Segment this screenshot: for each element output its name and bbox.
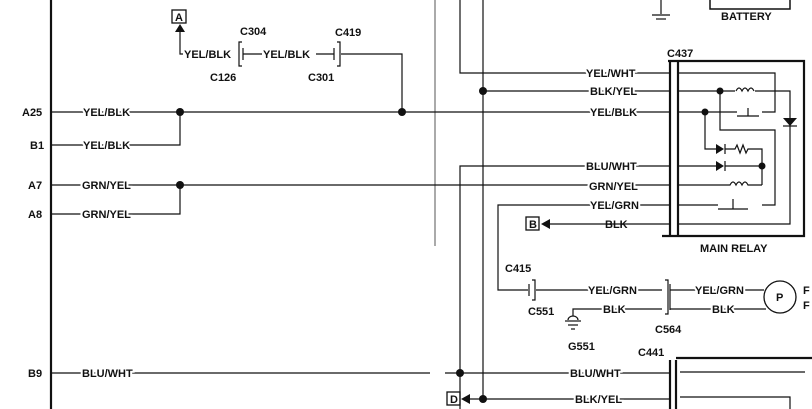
wire-label: YEL/GRN	[590, 200, 639, 212]
wire-label: BLK	[712, 304, 735, 316]
connector-label-c437: C437	[667, 48, 693, 60]
arrow-up-icon	[175, 24, 185, 32]
connector-c419-c301	[333, 41, 341, 67]
ground-label: G551	[568, 341, 595, 353]
ref-b-box[interactable]: B	[525, 216, 540, 231]
splice-dot	[176, 181, 184, 189]
wire-label: GRN/YEL	[589, 181, 638, 193]
svg-text:B: B	[529, 219, 537, 231]
connector-label-c301: C301	[308, 72, 334, 84]
pin-b1: B1 YEL/BLK	[30, 112, 181, 154]
connector-label-c564: C564	[655, 324, 682, 336]
arrow-left-icon	[541, 219, 550, 229]
diode-icon	[716, 161, 724, 171]
ground-g551-icon	[565, 315, 581, 330]
svg-text:D: D	[450, 394, 458, 406]
wire-label: GRN/YEL	[82, 180, 131, 192]
diode-icon	[716, 144, 724, 154]
relay-switch-icon	[678, 199, 748, 210]
pin-label: A7	[28, 180, 42, 192]
wire-label: YEL/BLK	[83, 140, 130, 152]
connector-label-c304: C304	[240, 26, 267, 38]
wire-label: BLU/WHT	[570, 368, 621, 380]
splice-dot	[176, 108, 184, 116]
wire-label: GRN/YEL	[82, 209, 131, 221]
connector-c304-c126	[238, 41, 244, 67]
wire-label: YEL/GRN	[695, 285, 744, 297]
connector-c415-c551	[528, 279, 536, 301]
pin-label: B9	[28, 368, 42, 380]
wire-label: YEL/BLK	[263, 49, 310, 61]
wire-label: YEL/BLK	[590, 107, 637, 119]
pin-a8: A8 GRN/YEL	[28, 185, 181, 223]
pump-symbol: P	[776, 292, 783, 304]
relay-coil-icon	[678, 181, 762, 187]
wire-label: YEL/GRN	[588, 285, 637, 297]
wire-label: BLK/YEL	[590, 86, 637, 98]
arrow-left-icon	[461, 394, 470, 404]
connector-label-c419: C419	[335, 27, 361, 39]
wire-blu-wht-relay	[459, 165, 670, 409]
splice-dot	[479, 395, 487, 403]
wire-label: BLK	[603, 304, 626, 316]
pin-a7: A7 GRN/YEL	[28, 178, 670, 194]
fuel-pump-motor: P	[763, 280, 797, 314]
svg-text:A: A	[175, 12, 183, 24]
wire-label: YEL/BLK	[184, 49, 231, 61]
wire-label: BLU/WHT	[82, 368, 133, 380]
wire-label: BLK	[605, 219, 628, 231]
pin-label: A25	[22, 107, 42, 119]
pin-b9: B9 BLU/WHT	[28, 366, 430, 382]
relay-internal-circuit	[678, 72, 797, 225]
wire-yel-wht	[459, 0, 670, 74]
connector-label-c415: C415	[505, 263, 531, 275]
connector-label-c126: C126	[210, 72, 236, 84]
ref-d-box[interactable]: D	[446, 391, 461, 406]
battery-box	[709, 0, 791, 10]
wire-label: BLK/YEL	[575, 394, 622, 406]
relay-wire-labels: YEL/WHT BLK/YEL YEL/BLK BLU/WHT GRN/YEL …	[584, 66, 641, 233]
cut-label: F	[803, 285, 810, 297]
main-relay-box	[662, 59, 806, 238]
wire	[179, 32, 183, 55]
relay-coil-icon	[735, 87, 755, 93]
wire-label: BLU/WHT	[586, 161, 637, 173]
battery-label: BATTERY	[721, 11, 772, 23]
cut-label: F	[803, 300, 810, 312]
pin-label: B1	[30, 140, 44, 152]
pin-label: A8	[28, 209, 42, 221]
relay-switch-icon	[678, 108, 759, 117]
connector-label-c551: C551	[528, 306, 554, 318]
splice-dot	[456, 369, 464, 377]
diode-icon	[783, 118, 797, 126]
ground-icon	[652, 0, 670, 20]
wire-label: YEL/BLK	[83, 107, 130, 119]
wire-yel-grn-relay	[497, 204, 670, 291]
main-relay-title: MAIN RELAY	[700, 243, 768, 255]
wire-label: YEL/WHT	[586, 68, 636, 80]
connector-label-c441: C441	[638, 347, 664, 359]
pin-a25: A25 YEL/BLK	[22, 105, 670, 121]
connector-c564	[665, 279, 671, 315]
ref-a-box[interactable]: A	[171, 9, 187, 24]
